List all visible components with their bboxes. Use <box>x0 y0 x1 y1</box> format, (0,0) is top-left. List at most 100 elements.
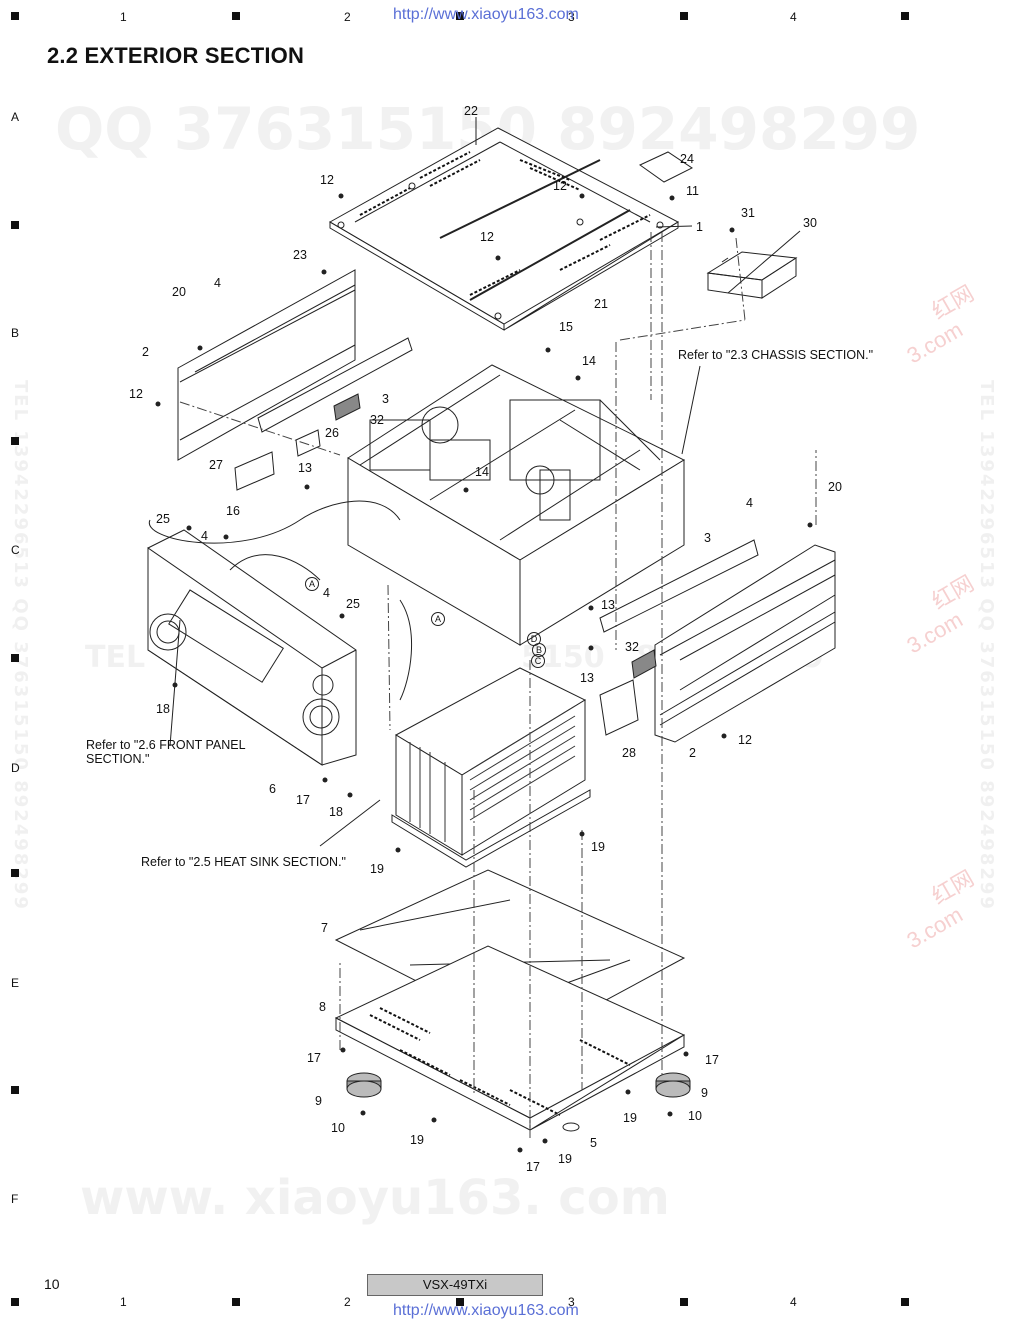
ref-heat-sink-section: Refer to "2.5 HEAT SINK SECTION." <box>141 855 346 869</box>
grid-marker <box>680 1298 688 1306</box>
row-letter: B <box>11 326 20 340</box>
callout-13: 13 <box>298 461 312 475</box>
callout-7: 7 <box>321 921 328 935</box>
column-number: 2 <box>344 10 351 24</box>
model-name-box: VSX-49TXi <box>367 1274 543 1296</box>
callout-13: 13 <box>580 671 594 685</box>
callout-27: 27 <box>209 458 223 472</box>
callout-connector-c: C <box>531 654 545 668</box>
ref-front-panel-section: Refer to "2.6 FRONT PANEL SECTION." <box>86 738 246 766</box>
callout-10: 10 <box>331 1121 345 1135</box>
callout-31: 31 <box>741 206 755 220</box>
footer-url-watermark: http://www.xiaoyu163.com <box>393 1302 579 1319</box>
side-watermark-right: TEL 13942296513 QQ 376315150 892498299 <box>976 380 997 911</box>
callout-16: 16 <box>226 504 240 518</box>
callout-15: 15 <box>559 320 573 334</box>
www-watermark: www. xiaoyu163. com <box>80 1170 670 1226</box>
column-number: 3 <box>568 10 575 24</box>
callout-4: 4 <box>323 586 330 600</box>
callout-25: 25 <box>346 597 360 611</box>
row-letter: A <box>11 110 20 124</box>
grid-marker <box>11 1086 19 1094</box>
callout-23: 23 <box>293 248 307 262</box>
grid-marker <box>11 221 19 229</box>
column-number: 1 <box>120 10 127 24</box>
callout-26: 26 <box>325 426 339 440</box>
callout-19: 19 <box>591 840 605 854</box>
callout-22: 22 <box>464 104 478 118</box>
callout-12: 12 <box>129 387 143 401</box>
callout-28: 28 <box>622 746 636 760</box>
grid-marker <box>456 1298 464 1306</box>
callout-connector-a: A <box>305 577 319 591</box>
callout-6: 6 <box>269 782 276 796</box>
callout-14: 14 <box>582 354 596 368</box>
callout-19: 19 <box>558 1152 572 1166</box>
grid-marker <box>11 437 19 445</box>
callout-2: 2 <box>142 345 149 359</box>
callout-11: 11 <box>686 184 699 198</box>
grid-marker <box>901 12 909 20</box>
row-letter: E <box>11 976 20 990</box>
grid-marker <box>232 1298 240 1306</box>
callout-17: 17 <box>307 1051 321 1065</box>
grid-marker <box>456 12 464 20</box>
callout-17: 17 <box>296 793 310 807</box>
callout-3: 3 <box>704 531 711 545</box>
callout-4: 4 <box>746 496 753 510</box>
callout-32: 32 <box>625 640 639 654</box>
callout-14: 14 <box>475 465 489 479</box>
grid-marker <box>11 654 19 662</box>
callout-12: 12 <box>738 733 752 747</box>
row-letter: F <box>11 1192 19 1206</box>
right-side-panel <box>654 544 836 743</box>
callout-8: 8 <box>319 1000 326 1014</box>
callout-19: 19 <box>410 1133 424 1147</box>
callout-21: 21 <box>594 297 608 311</box>
callout-20: 20 <box>828 480 842 494</box>
left-side-panel <box>177 269 356 461</box>
callout-10: 10 <box>688 1109 702 1123</box>
callout-18: 18 <box>329 805 343 819</box>
column-number: 4 <box>790 10 797 24</box>
callout-9: 9 <box>701 1086 708 1100</box>
callout-17: 17 <box>705 1053 719 1067</box>
callout-5: 5 <box>590 1136 597 1150</box>
callout-2: 2 <box>689 746 696 760</box>
callout-32: 32 <box>370 413 384 427</box>
callout-4: 4 <box>201 529 208 543</box>
column-number: 2 <box>344 1295 351 1309</box>
callout-25: 25 <box>156 512 170 526</box>
callout-19: 19 <box>623 1111 637 1125</box>
callout-20: 20 <box>172 285 186 299</box>
callout-18: 18 <box>156 702 170 716</box>
grid-marker <box>901 1298 909 1306</box>
ref-chassis-section: Refer to "2.3 CHASSIS SECTION." <box>678 348 874 362</box>
front-panel <box>147 529 357 766</box>
grid-marker <box>11 12 19 20</box>
callout-24: 24 <box>680 152 694 166</box>
callout-17: 17 <box>526 1160 540 1174</box>
section-title: 2.2 EXTERIOR SECTION <box>47 43 305 68</box>
column-number: 3 <box>568 1295 575 1309</box>
callout-connector-a: A <box>431 612 445 626</box>
callout-3: 3 <box>382 392 389 406</box>
column-number: 1 <box>120 1295 127 1309</box>
grid-marker <box>11 1298 19 1306</box>
grid-marker <box>232 12 240 20</box>
callout-9: 9 <box>315 1094 322 1108</box>
side-watermark-left: TEL 13942296513 QQ 376315150 892498299 <box>10 380 31 911</box>
column-number: 4 <box>790 1295 797 1309</box>
callout-1: 1 <box>696 220 703 234</box>
row-letter: C <box>11 543 20 557</box>
callout-4: 4 <box>214 276 221 290</box>
callout-12: 12 <box>553 179 567 193</box>
callout-13: 13 <box>601 598 615 612</box>
row-letter: D <box>11 761 20 775</box>
grid-marker <box>680 12 688 20</box>
top-cover <box>328 127 680 325</box>
callout-19: 19 <box>370 862 384 876</box>
callout-30: 30 <box>803 216 817 230</box>
callout-12: 12 <box>480 230 494 244</box>
